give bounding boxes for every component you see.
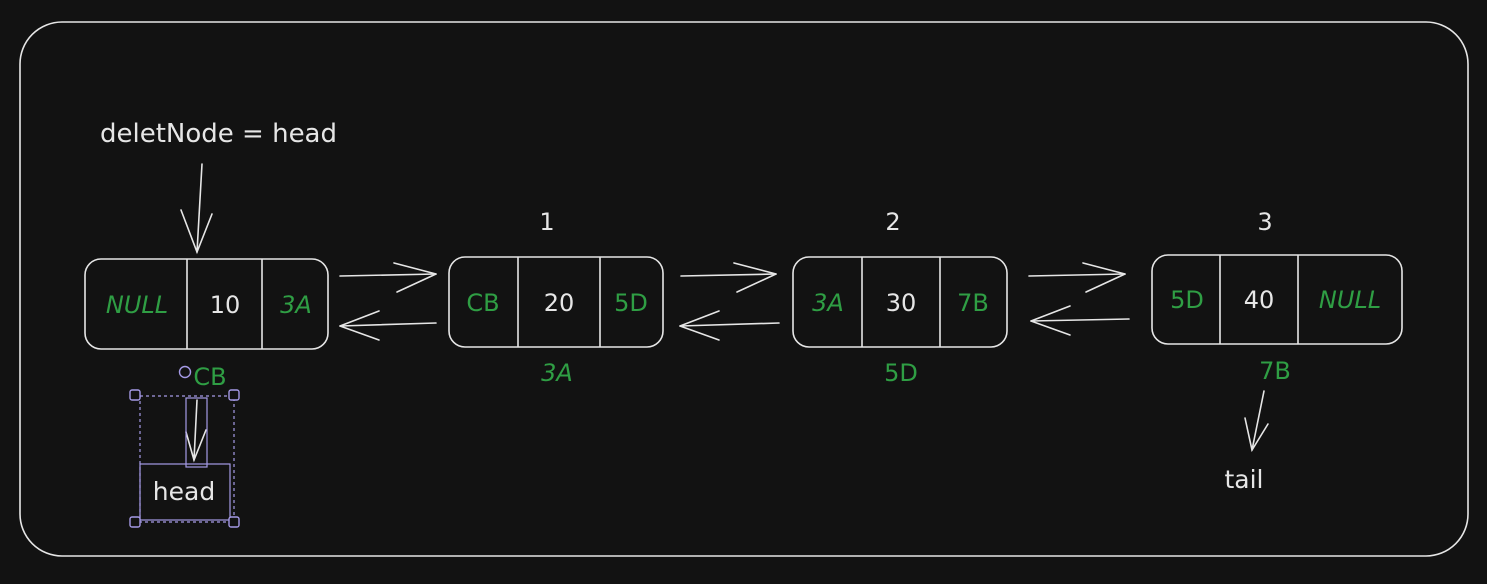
- selection-handle[interactable]: [129, 389, 240, 528]
- next-link-arrow: [339, 262, 437, 293]
- node-value: 30: [886, 289, 917, 317]
- list-node: 3A 30 7B: [792, 256, 1008, 348]
- head-arrow[interactable]: [185, 399, 207, 463]
- node-prev-pointer: CB: [466, 289, 499, 317]
- node-box: [1151, 254, 1403, 345]
- node-address: 3A: [541, 359, 573, 387]
- node-index-label: 3: [1257, 208, 1272, 236]
- selection-box[interactable]: [139, 395, 235, 523]
- list-node: NULL 10 3A: [84, 258, 329, 350]
- node-next-pointer: 3A: [280, 291, 312, 319]
- node-prev-pointer: 3A: [812, 289, 844, 317]
- tail-arrow: [1244, 390, 1269, 453]
- list-node: 5D 40 NULL: [1151, 254, 1403, 345]
- node-index-label: 2: [885, 208, 900, 236]
- node-value: 40: [1244, 286, 1275, 314]
- node-value: 20: [544, 289, 575, 317]
- node-address: 7B: [1259, 357, 1291, 385]
- node-next-pointer: NULL: [1319, 286, 1381, 314]
- delete-node-label: deletNode = head: [100, 119, 337, 149]
- node-box: [84, 258, 329, 350]
- rotate-handle[interactable]: [178, 365, 192, 379]
- node-box: [448, 256, 664, 348]
- prev-link-arrow: [679, 310, 780, 341]
- next-link-arrow: [680, 262, 777, 293]
- node-address: 5D: [884, 359, 918, 387]
- list-node: CB 20 5D: [448, 256, 664, 348]
- node-box: [792, 256, 1008, 348]
- prev-link-arrow: [339, 310, 437, 341]
- head-label[interactable]: head: [153, 477, 215, 506]
- diagram-frame: [19, 21, 1469, 557]
- prev-link-arrow: [1030, 305, 1130, 336]
- node-index-label: 1: [539, 208, 554, 236]
- next-link-arrow: [1028, 262, 1126, 293]
- tail-label: tail: [1224, 465, 1263, 494]
- node-address: CB: [193, 363, 226, 391]
- node-prev-pointer: NULL: [106, 291, 168, 319]
- node-value: 10: [210, 291, 241, 319]
- node-prev-pointer: 5D: [1170, 286, 1204, 314]
- node-next-pointer: 7B: [957, 289, 989, 317]
- node-next-pointer: 5D: [614, 289, 648, 317]
- delete-node-arrow: [180, 163, 213, 255]
